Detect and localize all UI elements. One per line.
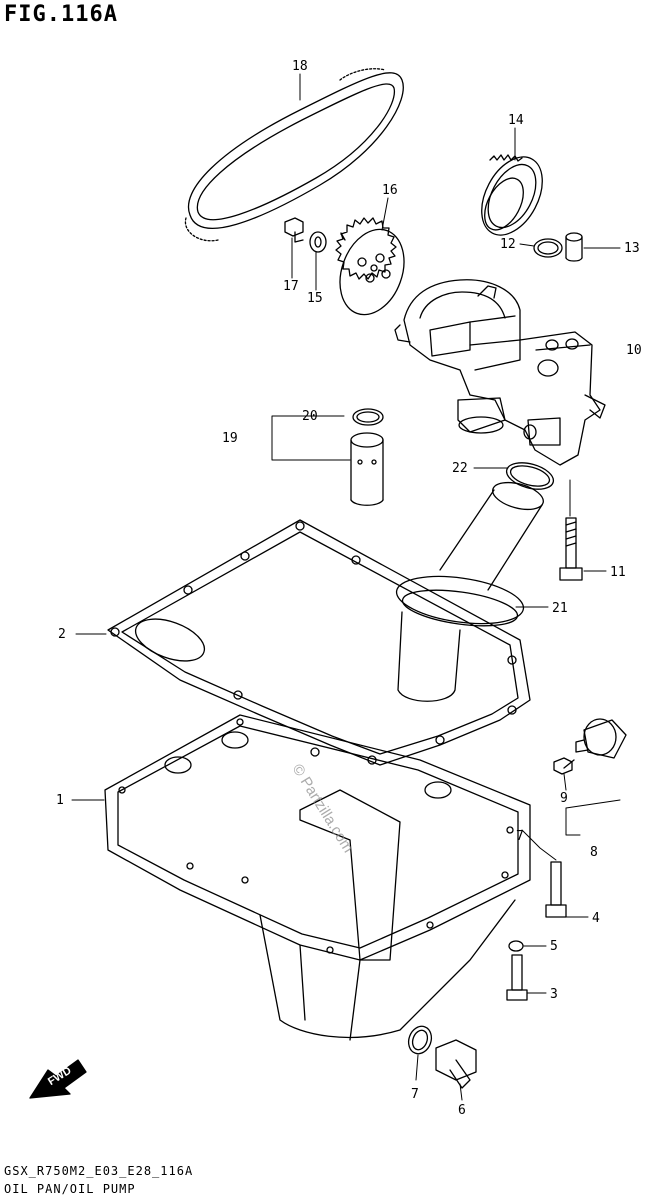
part-sensor-8[interactable]: [575, 718, 627, 759]
forward-direction-arrow: FWD: [29, 1059, 87, 1099]
figure-title: FIG.116A: [4, 2, 118, 27]
callout-18[interactable]: 18: [292, 59, 308, 74]
part-oil-pan-1[interactable]: [104, 714, 531, 1041]
part-gasket-7[interactable]: [405, 1023, 435, 1057]
callout-22[interactable]: 22: [452, 461, 468, 476]
part-pump-sprocket-16[interactable]: [329, 217, 415, 324]
callout-7a[interactable]: 7: [516, 829, 524, 844]
part-o-ring-12[interactable]: [533, 238, 563, 258]
part-drain-plug-6[interactable]: [435, 1039, 477, 1089]
part-pin-13[interactable]: [565, 232, 583, 262]
callout-labels: 18 14 16 17 15 12 13 10 20 19 22 11 21 2…: [56, 59, 642, 1118]
callout-20[interactable]: 20: [302, 409, 318, 424]
callout-10[interactable]: 10: [626, 343, 642, 358]
callout-9[interactable]: 9: [560, 791, 568, 806]
figure-code: GSX_R750M2_E03_E28_116A: [4, 1164, 194, 1178]
part-washer-5[interactable]: [508, 940, 524, 952]
callout-14[interactable]: 14: [508, 113, 524, 128]
part-cam-chain[interactable]: [184, 68, 404, 242]
callout-6[interactable]: 6: [458, 1103, 466, 1118]
part-pipe-19[interactable]: [350, 432, 384, 506]
part-oil-strainer-21[interactable]: [394, 478, 547, 702]
part-sprocket-14[interactable]: [469, 147, 554, 246]
callout-15[interactable]: 15: [307, 291, 323, 306]
callout-17[interactable]: 17: [283, 279, 299, 294]
callout-21[interactable]: 21: [552, 601, 568, 616]
watermark: © Partzilla.com: [289, 761, 357, 856]
part-washer-15[interactable]: [309, 231, 327, 253]
callout-1[interactable]: 1: [56, 793, 64, 808]
callout-8[interactable]: 8: [590, 845, 598, 860]
callout-2[interactable]: 2: [58, 627, 66, 642]
part-bolt-9[interactable]: [553, 757, 575, 775]
part-bolt-4[interactable]: [545, 861, 567, 918]
callout-12[interactable]: 12: [500, 237, 516, 252]
part-bolt-3[interactable]: [506, 954, 528, 1001]
part-o-ring-20[interactable]: [352, 408, 384, 426]
callout-19[interactable]: 19: [222, 431, 238, 446]
callout-5[interactable]: 5: [550, 939, 558, 954]
part-o-ring-22[interactable]: [504, 458, 557, 494]
callout-16[interactable]: 16: [382, 183, 398, 198]
part-gasket-2[interactable]: [107, 519, 531, 766]
callout-13[interactable]: 13: [624, 241, 640, 256]
leader-lines: [71, 73, 621, 1101]
part-bolt-17[interactable]: [284, 217, 304, 243]
callout-4[interactable]: 4: [592, 911, 600, 926]
part-bolt-11[interactable]: [559, 517, 583, 581]
figure-name: OIL PAN/OIL PUMP: [4, 1182, 136, 1196]
callout-7b[interactable]: 7: [411, 1087, 419, 1102]
callout-11[interactable]: 11: [610, 565, 626, 580]
callout-3[interactable]: 3: [550, 987, 558, 1002]
part-oil-pump-10[interactable]: [394, 279, 606, 466]
